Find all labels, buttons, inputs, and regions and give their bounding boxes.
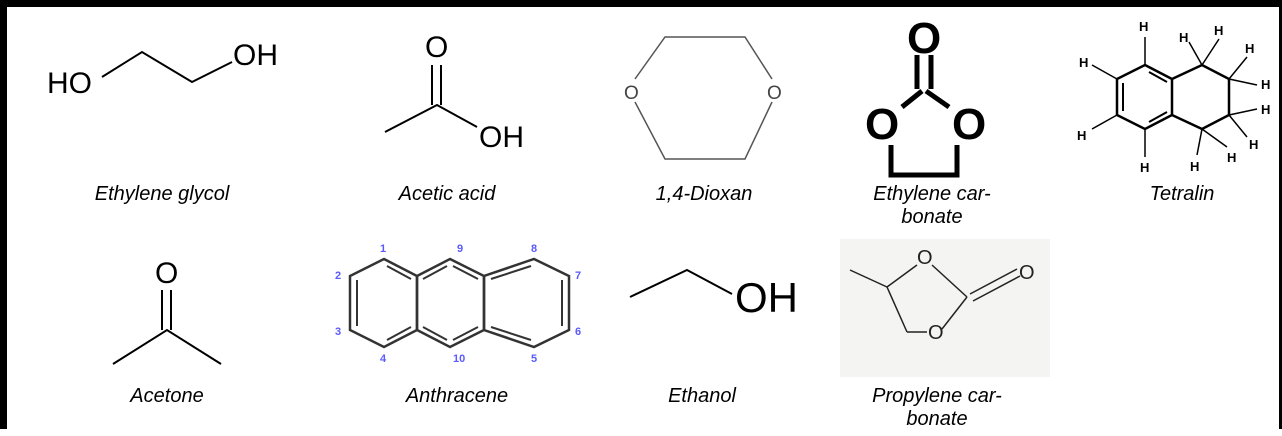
label-anthracene: Anthracene	[405, 385, 509, 407]
atom-h: H	[1245, 41, 1254, 56]
atom-h: H	[1190, 159, 1199, 174]
position-number: 2	[335, 270, 341, 282]
label-ethanol: Ethanol	[668, 385, 736, 407]
position-number: 8	[531, 243, 537, 255]
tetralin-structure: H H H H H H H H H H H H	[1077, 19, 1270, 175]
ethylene-carbonate-structure: O O O	[865, 14, 986, 178]
atom-oh: OH	[233, 39, 278, 72]
ethanol-structure: OH	[629, 268, 798, 321]
atom-o-right: O	[767, 83, 782, 104]
atom-oh: OH	[479, 121, 524, 154]
atom-oh: OH	[735, 274, 798, 321]
position-number: 7	[575, 270, 581, 282]
label-ethylene-glycol: Ethylene glycol	[94, 183, 230, 205]
atom-o-top: O	[907, 14, 941, 63]
atom-h: H	[1077, 128, 1086, 143]
label-tetralin: Tetralin	[1149, 183, 1215, 205]
position-number: 5	[531, 353, 537, 365]
propylene-carbonate-panel	[840, 239, 1050, 377]
ethylene-glycol-structure: HO OH	[47, 39, 278, 100]
acetic-acid-structure: O OH	[384, 31, 524, 154]
propylene-carbonate-structure: O O O	[849, 247, 1035, 344]
atom-o-carbonyl: O	[1019, 262, 1035, 284]
atom-ho: HO	[47, 67, 92, 100]
atom-o-ring-top: O	[917, 247, 933, 269]
label-ethylene-carbonate-text: Ethylene car- bonate	[873, 183, 991, 228]
position-number: 9	[457, 243, 463, 255]
atom-h: H	[1249, 137, 1258, 152]
label-acetone: Acetone	[130, 385, 204, 407]
position-number: 6	[575, 326, 581, 338]
atom-o-left: O	[865, 100, 899, 149]
atom-h: H	[1227, 150, 1236, 165]
anthracene-structure: 1 9 8 2 7 3 6 4 10 5	[335, 243, 581, 365]
label-propylene-carbonate-text: Propylene car- bonate	[872, 385, 1002, 430]
label-propylene-carbonate: Propylene car- bonate	[847, 385, 1027, 431]
dioxan-structure: O O	[624, 36, 782, 160]
atom-h: H	[1140, 160, 1149, 175]
position-number: 1	[380, 243, 386, 255]
label-acetic-acid: Acetic acid	[398, 183, 496, 205]
atom-h: H	[1079, 55, 1088, 70]
atom-o-ring-bottom: O	[928, 322, 944, 344]
atom-h: H	[1261, 102, 1270, 117]
label-dioxan: 1,4-Dioxan	[655, 183, 753, 205]
position-number: 10	[453, 353, 465, 365]
label-ethylene-carbonate: Ethylene car- bonate	[857, 183, 1007, 229]
atom-o-right: O	[952, 100, 986, 149]
atom-h: H	[1261, 77, 1270, 92]
atom-h: H	[1214, 23, 1223, 38]
atom-o-left: O	[624, 83, 639, 104]
atom-h: H	[1139, 19, 1148, 34]
position-number: 4	[380, 353, 387, 365]
atom-o-carbonyl: O	[425, 31, 448, 64]
atom-o: O	[155, 257, 178, 290]
position-number: 3	[335, 326, 341, 338]
acetone-structure: O	[112, 257, 222, 365]
atom-h: H	[1179, 30, 1188, 45]
